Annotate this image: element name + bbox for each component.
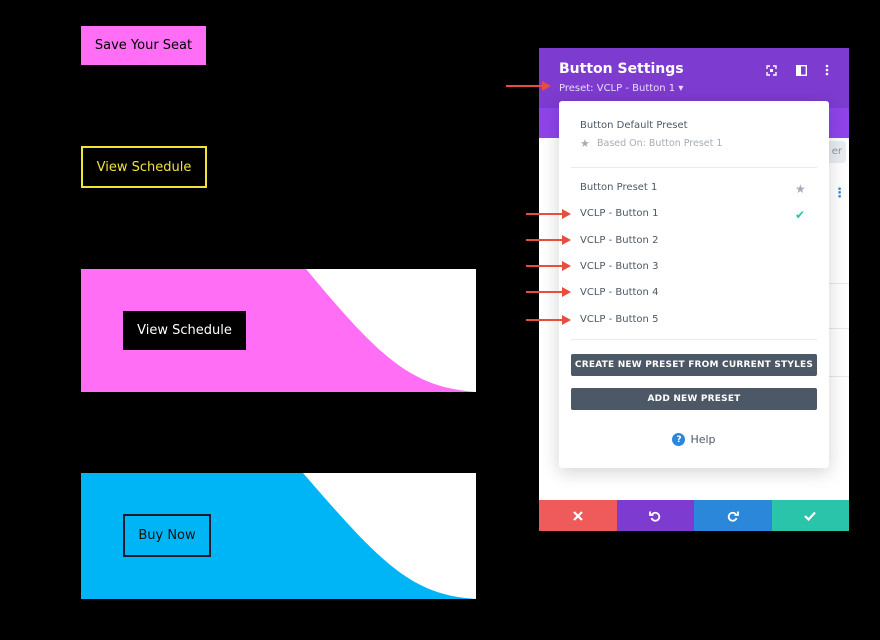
preset-item[interactable]: VCLP - Button 5: [580, 314, 659, 325]
more-vert-icon[interactable]: [819, 62, 835, 78]
redo-icon: [727, 511, 739, 522]
divider: [829, 376, 849, 377]
cancel-button[interactable]: [539, 500, 617, 531]
divider: [571, 339, 817, 340]
divider: [571, 167, 817, 168]
panel-header: [539, 48, 849, 108]
preset-item[interactable]: VCLP - Button 4: [580, 287, 659, 298]
view-schedule-outline-button[interactable]: View Schedule: [81, 146, 207, 188]
help-label: Help: [690, 433, 716, 446]
create-preset-button[interactable]: CREATE NEW PRESET FROM CURRENT STYLES: [571, 354, 817, 376]
divider: [829, 328, 849, 329]
check-icon: [804, 511, 817, 521]
save-your-seat-button[interactable]: Save Your Seat: [81, 26, 206, 65]
divider: [829, 283, 849, 284]
help-link[interactable]: ? Help: [559, 433, 829, 446]
star-icon[interactable]: ★: [795, 182, 806, 196]
arrow-icon: [526, 315, 571, 325]
preset-item[interactable]: VCLP - Button 3: [580, 261, 659, 272]
preset-selector[interactable]: Preset: VCLP - Button 1 ▾: [559, 83, 684, 94]
add-preset-button[interactable]: ADD NEW PRESET: [571, 388, 817, 410]
preset-item[interactable]: VCLP - Button 2: [580, 235, 659, 246]
redo-button[interactable]: [694, 500, 772, 531]
star-icon: ★: [580, 137, 590, 150]
buy-now-button[interactable]: Buy Now: [123, 514, 211, 557]
pink-wave-card: View Schedule: [81, 269, 476, 392]
arrow-icon: [526, 209, 571, 219]
preset-dropdown: Button Default Preset ★ Based On: Button…: [559, 101, 829, 468]
arrow-icon: [526, 287, 571, 297]
pink-wave-shape: [81, 269, 476, 392]
split-view-icon[interactable]: [793, 62, 809, 78]
fullscreen-icon[interactable]: [763, 62, 779, 78]
arrow-icon: [526, 235, 571, 245]
cyan-wave-card: Buy Now: [81, 473, 476, 599]
module-options-icon[interactable]: ⋮: [833, 186, 846, 201]
preset-item[interactable]: VCLP - Button 1: [580, 208, 659, 219]
view-schedule-black-button[interactable]: View Schedule: [123, 311, 246, 350]
save-button[interactable]: [771, 500, 849, 531]
default-preset-title[interactable]: Button Default Preset: [580, 120, 688, 131]
preset-item[interactable]: Button Preset 1: [580, 182, 658, 193]
cyan-wave-shape: [81, 473, 476, 599]
check-icon: ✔: [795, 208, 806, 222]
arrow-icon: [506, 81, 551, 91]
undo-icon: [649, 511, 661, 522]
arrow-icon: [526, 261, 571, 271]
panel-title: Button Settings: [559, 61, 684, 77]
default-preset-based-on: Based On: Button Preset 1: [597, 138, 723, 149]
close-icon: [572, 510, 583, 521]
undo-button[interactable]: [616, 500, 694, 531]
help-icon: ?: [672, 433, 686, 446]
